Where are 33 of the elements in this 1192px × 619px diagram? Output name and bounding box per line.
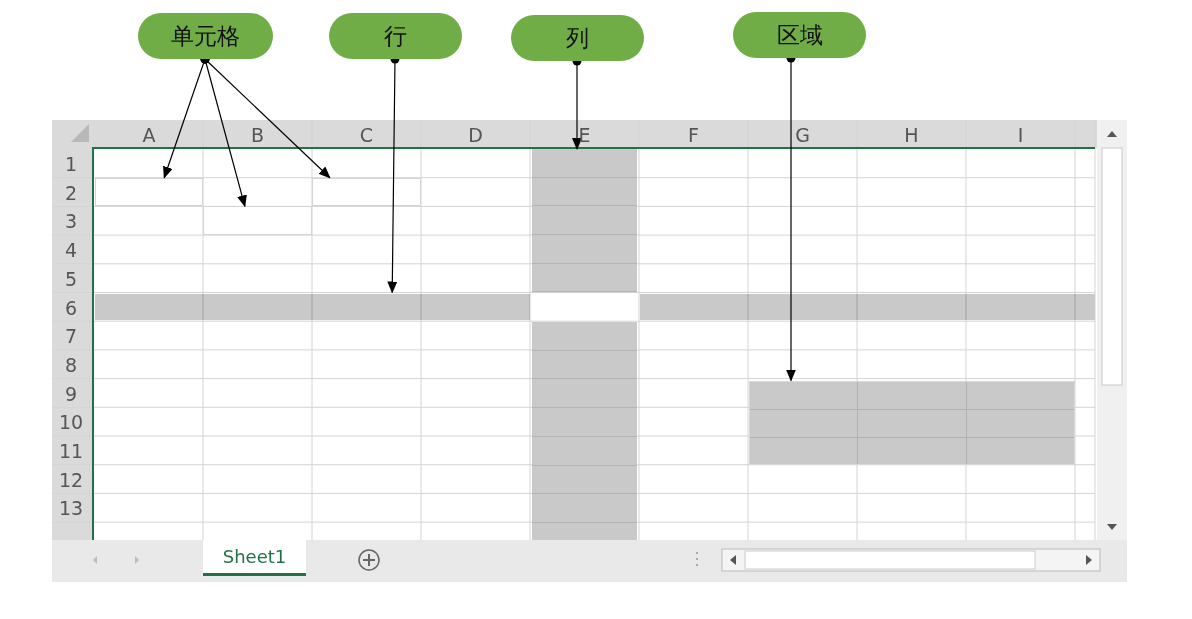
callout-label: 区域 [733, 12, 866, 58]
column-header: A [141, 124, 157, 146]
row-number: 4 [63, 238, 79, 263]
row-number: 2 [63, 180, 79, 205]
column-header: C [358, 124, 375, 146]
column-header: I [1016, 124, 1025, 146]
column-header: G [794, 124, 811, 146]
callout-label: 行 [329, 13, 462, 59]
row-number: 1 [63, 152, 79, 176]
callout-label: 列 [511, 15, 644, 61]
row-number: 9 [63, 381, 79, 406]
row-number: 5 [63, 266, 79, 291]
callout-label: 单元格 [138, 13, 273, 59]
highlighted-range [749, 380, 1075, 465]
column-header: F [687, 124, 700, 146]
row-number: 3 [63, 209, 79, 234]
table-cell [203, 206, 312, 236]
row-number: 12 [57, 467, 85, 492]
column-header: D [467, 124, 484, 146]
row-number: 6 [63, 295, 79, 320]
row-number: 10 [57, 410, 85, 435]
column-header: H [903, 124, 920, 146]
table-cell [312, 177, 421, 207]
highlighted-row [95, 292, 1095, 322]
row-number: 11 [57, 439, 85, 463]
row-number: 7 [63, 324, 79, 349]
row-number: 13 [57, 496, 85, 521]
row-number: 8 [63, 352, 79, 377]
column-header: E [577, 124, 592, 146]
sheet-tab: Sheet1 [203, 540, 306, 576]
highlighted-column [530, 149, 639, 540]
table-cell [95, 177, 203, 207]
column-header: B [249, 124, 265, 146]
